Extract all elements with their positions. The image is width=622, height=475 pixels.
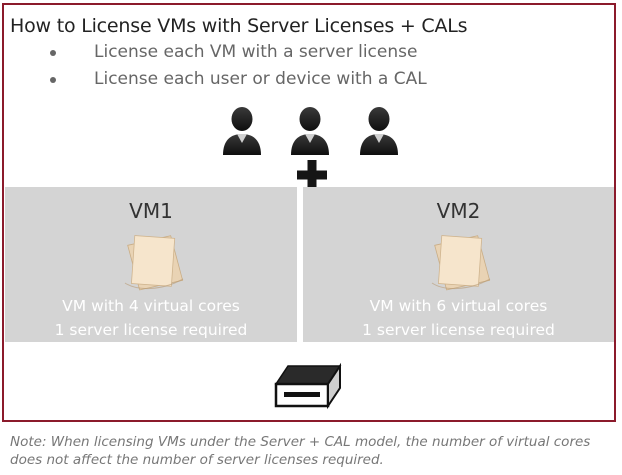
server-icon — [274, 362, 342, 410]
user-icon — [360, 107, 398, 155]
vm-cores-text: VM with 6 virtual cores — [369, 297, 548, 315]
user-icon — [291, 107, 329, 155]
plus-icon — [297, 160, 327, 190]
license-document-icon — [124, 235, 184, 291]
page-title: How to License VMs with Server Licenses … — [10, 15, 468, 37]
user-icon — [223, 107, 261, 155]
vm-license-text: 1 server license required — [362, 321, 555, 339]
vm-license-text: 1 server license required — [54, 321, 248, 339]
footnote: Note: When licensing VMs under the Serve… — [10, 434, 591, 468]
vm-title: VM1 — [129, 199, 173, 223]
bullet-text: License each user or device with a CAL — [94, 69, 427, 89]
bullet-text: License each VM with a server license — [94, 42, 418, 62]
vm-cores-text: VM with 4 virtual cores — [62, 297, 240, 315]
bullet-dot — [50, 50, 56, 56]
vm-box-2: VM2 VM with 6 virtual cores 1 server lic… — [303, 187, 614, 342]
bullet-dot — [50, 77, 56, 83]
license-document-icon — [431, 235, 491, 291]
vm-box-1: VM1 VM with 4 virtual cores 1 server lic… — [5, 187, 297, 342]
vm-title: VM2 — [436, 199, 481, 223]
